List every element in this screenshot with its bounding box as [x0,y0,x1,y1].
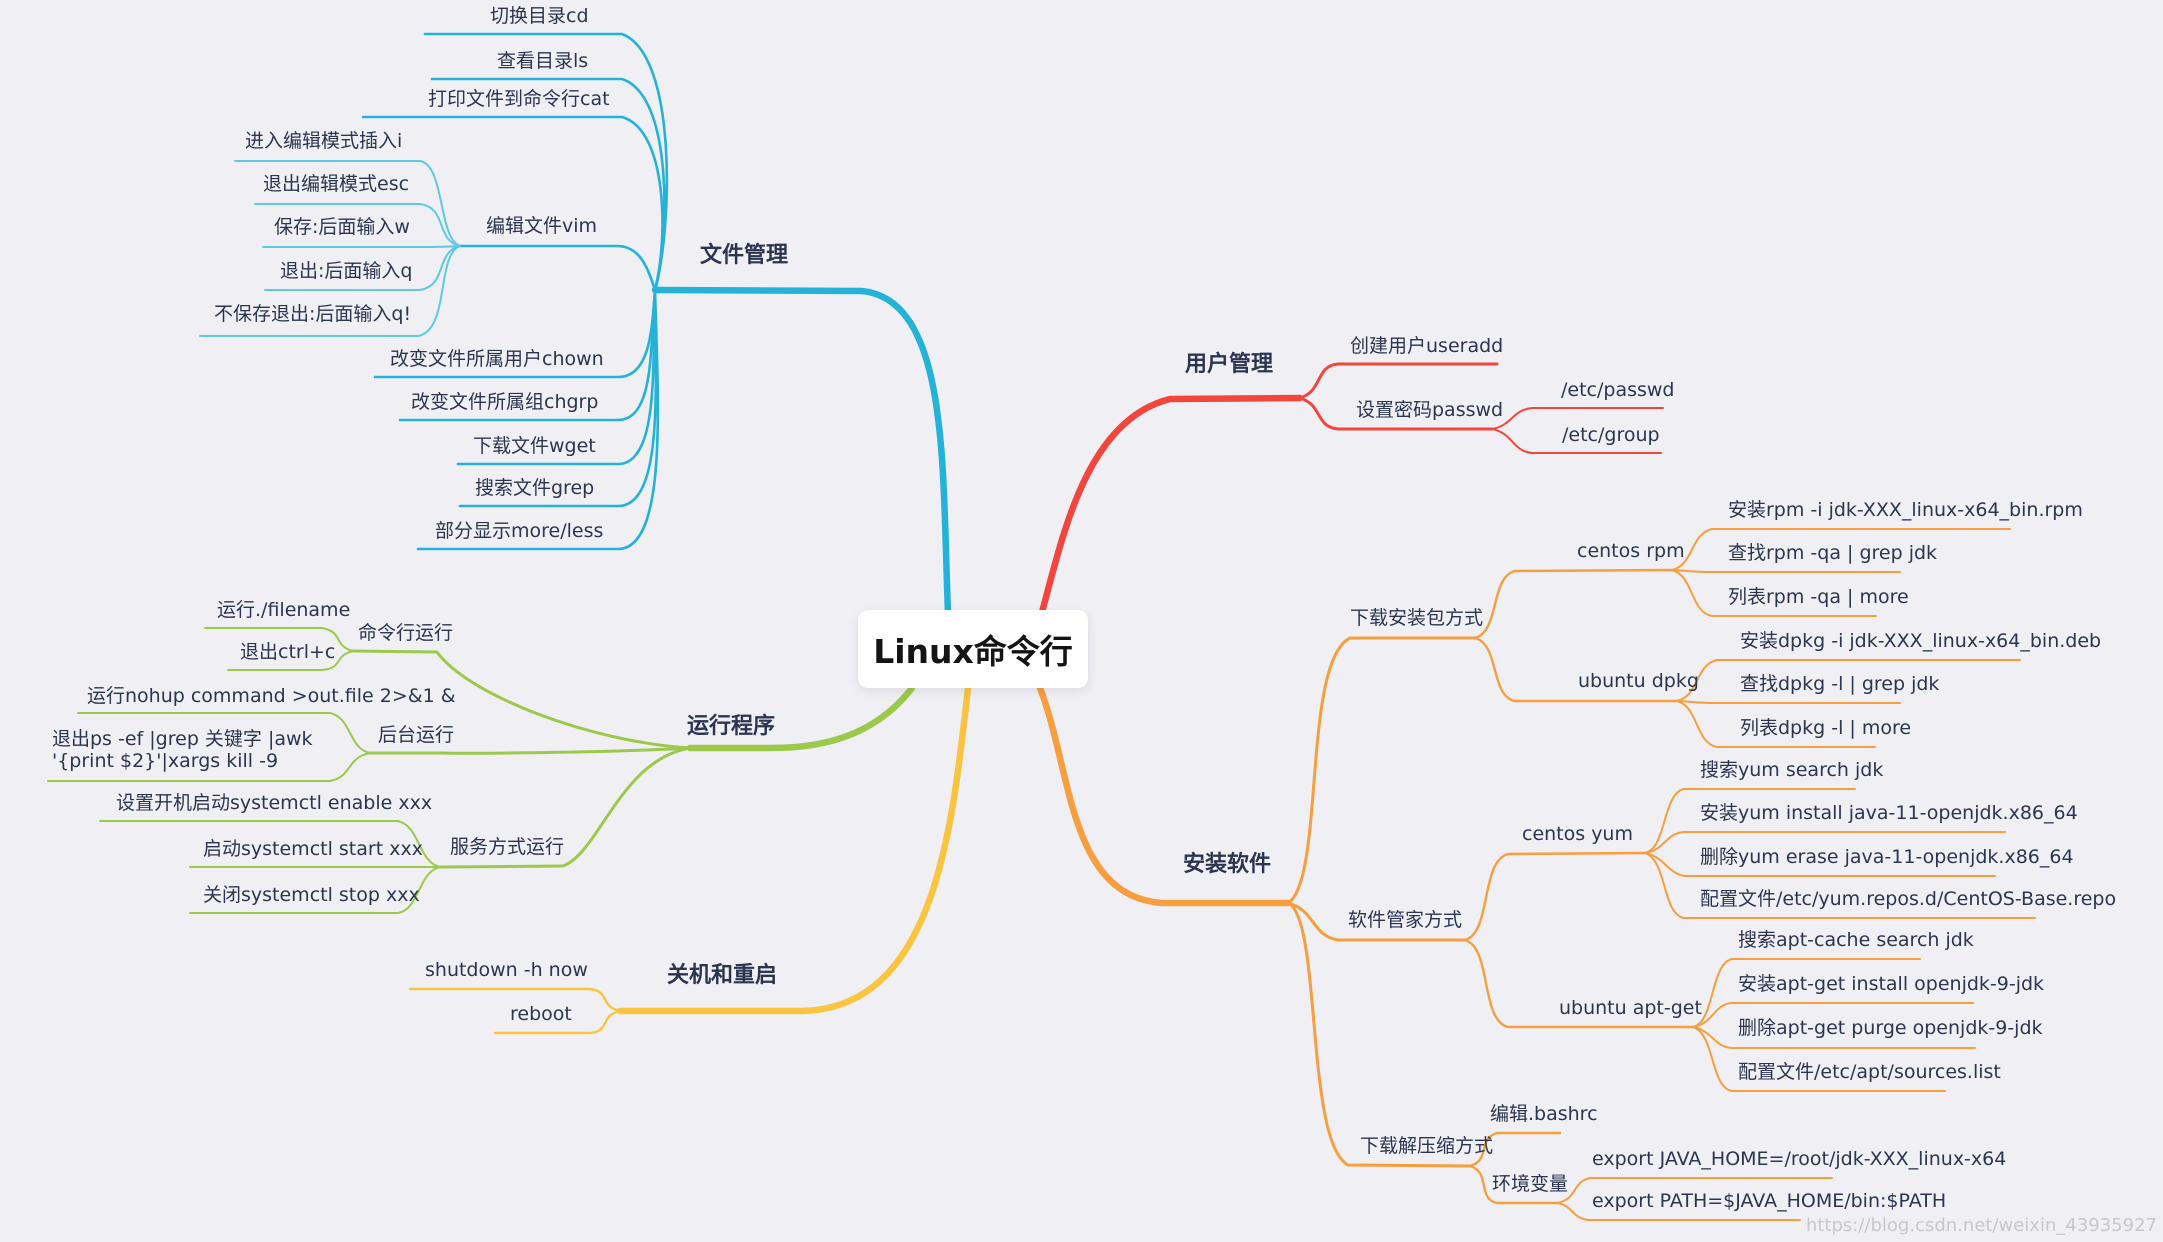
node-edit-bashrc: 编辑.bashrc [1490,1103,1598,1125]
node-package-manager: 软件管家方式 [1348,909,1463,931]
node-rpm-find: 查找rpm -qa | grep jdk [1728,542,1938,564]
node-vim-quit: 退出:后面输入q [280,260,413,282]
node-download-package: 下载安装包方式 [1350,607,1484,629]
node-apt-purge: 删除apt-get purge openjdk-9-jdk [1738,1017,2043,1039]
node-yum-install: 安装yum install java-11-openjdk.x86_64 [1700,802,2078,824]
node-vim: 编辑文件vim [486,215,598,237]
node-apt-install: 安装apt-get install openjdk-9-jdk [1738,973,2045,995]
node-ubuntu-dpkg: ubuntu dpkg [1578,670,1699,692]
node-run-service: 服务方式运行 [450,836,565,858]
node-wget: 下载文件wget [473,435,596,457]
node-chgrp: 改变文件所属组chgrp [411,391,599,413]
node-dpkg-list: 列表dpkg -l | more [1740,717,1912,739]
node-cd: 切换目录cd [490,5,589,27]
node-nohup: 运行nohup command >out.file 2>&1 & [87,685,456,707]
branch-file-management: 文件管理 [700,243,789,268]
node-ls: 查看目录ls [497,50,589,72]
node-grep: 搜索文件grep [475,477,595,499]
node-rpm-list: 列表rpm -qa | more [1728,586,1909,608]
node-useradd: 创建用户useradd [1350,335,1504,357]
node-export-path: export PATH=$JAVA_HOME/bin:$PATH [1592,1190,1947,1212]
node-env-vars: 环境变量 [1492,1173,1569,1195]
node-vim-insert: 进入编辑模式插入i [245,130,403,152]
node-ubuntu-apt: ubuntu apt-get [1559,997,1702,1019]
node-more-less: 部分显示more/less [435,520,604,542]
node-dpkg-install: 安装dpkg -i jdk-XXX_linux-x64_bin.deb [1740,630,2102,652]
node-exit-ctrlc: 退出ctrl+c [240,641,336,663]
node-systemctl-start: 启动systemctl start xxx [203,838,423,860]
node-download-extract: 下载解压缩方式 [1360,1135,1494,1157]
node-centos-rpm: centos rpm [1577,540,1685,562]
node-shutdown: shutdown -h now [425,959,588,981]
node-reboot: reboot [510,1003,572,1025]
branch-run-programs: 运行程序 [687,714,776,739]
node-apt-config: 配置文件/etc/apt/sources.list [1738,1061,2001,1083]
node-vim-quit-force: 不保存退出:后面输入q! [214,303,412,325]
node-vim-esc: 退出编辑模式esc [263,173,410,195]
node-passwd: 设置密码passwd [1356,399,1504,421]
node-vim-save: 保存:后面输入w [274,216,410,238]
node-rpm-install: 安装rpm -i jdk-XXX_linux-x64_bin.rpm [1728,499,2083,521]
node-centos-yum: centos yum [1522,823,1633,845]
branch-shutdown-restart: 关机和重启 [667,963,778,988]
node-systemctl-stop: 关闭systemctl stop xxx [203,884,420,906]
node-ps-kill: 退出ps -ef |grep 关键字 |awk '{print $2}'|xar… [52,728,313,772]
node-systemctl-enable: 设置开机启动systemctl enable xxx [116,792,433,814]
node-apt-search: 搜索apt-cache search jdk [1738,929,1974,951]
branch-user-management: 用户管理 [1185,352,1274,377]
root-topic: Linux命令行 [858,610,1088,688]
node-run-filename: 运行./filename [217,599,351,621]
node-yum-config: 配置文件/etc/yum.repos.d/CentOS-Base.repo [1700,888,2117,910]
node-etc-passwd: /etc/passwd [1561,379,1675,401]
node-cat: 打印文件到命令行cat [428,88,610,110]
node-run-cmdline: 命令行运行 [358,622,454,644]
node-yum-erase: 删除yum erase java-11-openjdk.x86_64 [1700,846,2074,868]
node-chown: 改变文件所属用户chown [390,348,604,370]
watermark-text: https://blog.csdn.net/weixin_43935927 [1805,1215,2157,1236]
branch-install-software: 安装软件 [1183,852,1272,877]
node-yum-search: 搜索yum search jdk [1700,759,1884,781]
node-run-background: 后台运行 [378,724,455,746]
node-export-javahome: export JAVA_HOME=/root/jdk-XXX_linux-x64 [1592,1148,2007,1170]
node-dpkg-find: 查找dpkg -l | grep jdk [1740,673,1940,695]
node-etc-group: /etc/group [1562,424,1660,446]
